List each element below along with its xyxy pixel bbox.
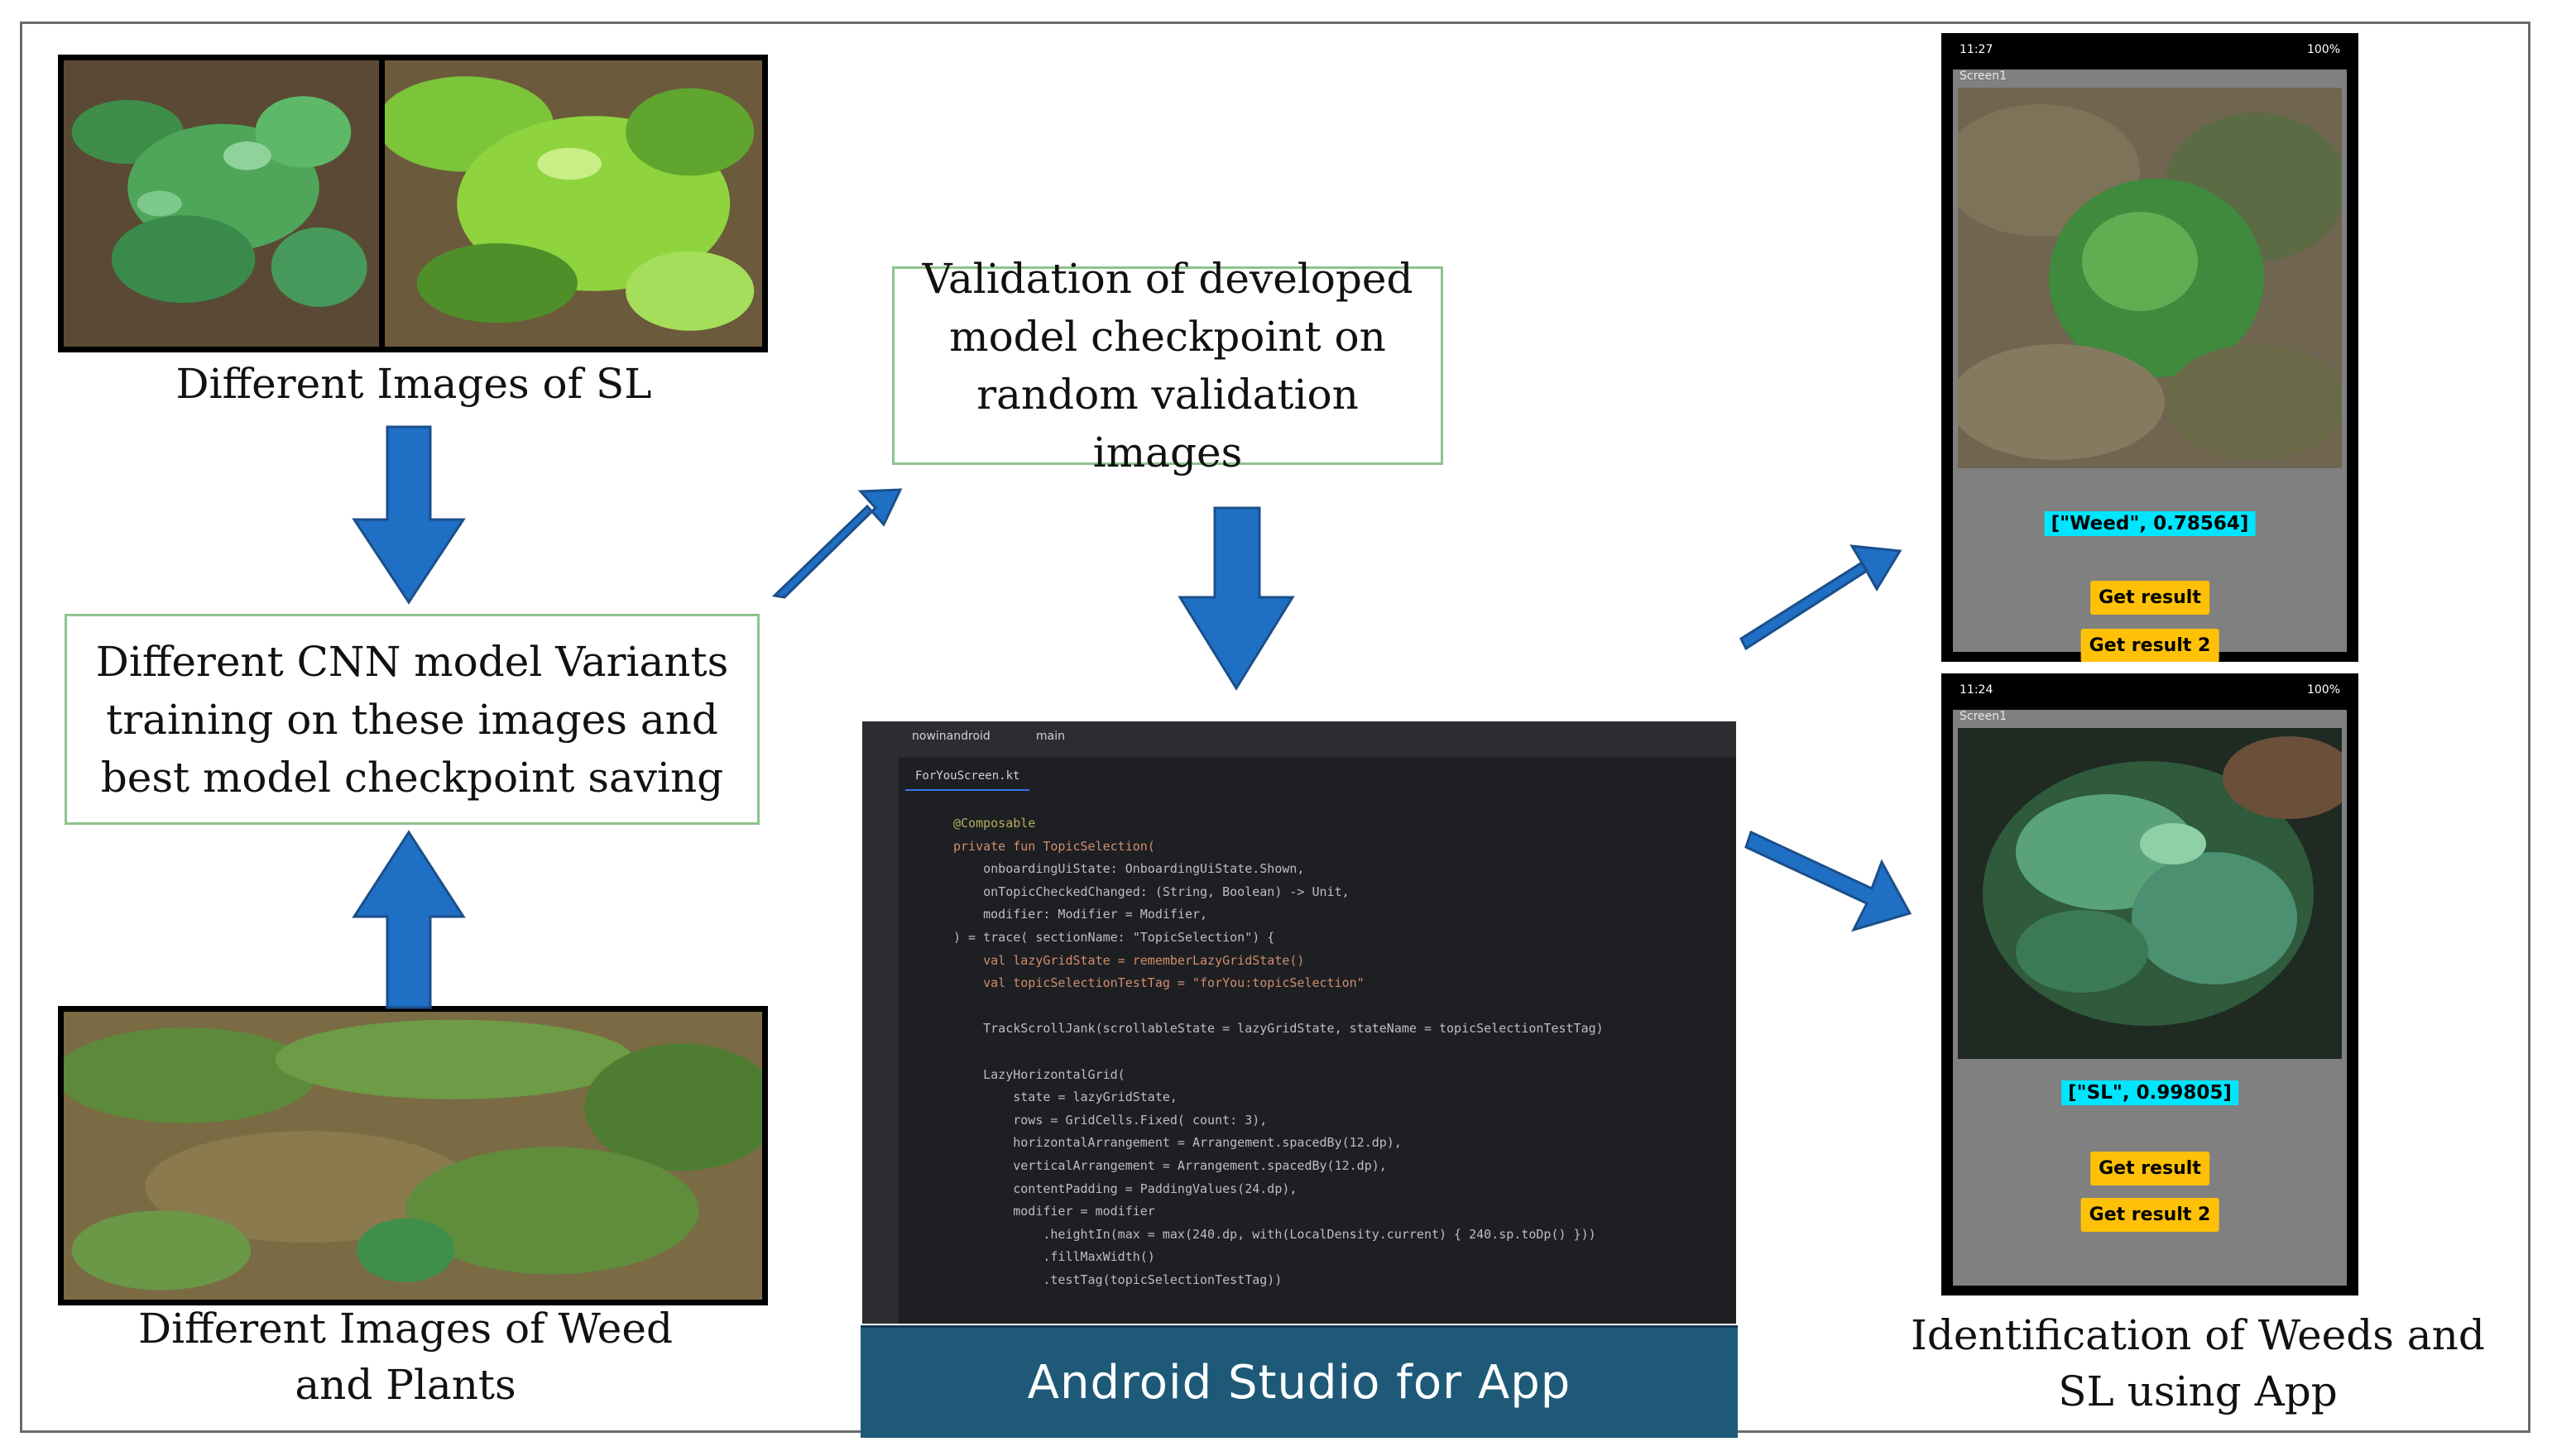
arrow-diag-training-to-validation (771, 488, 903, 599)
code-line: .testTag(topicSelectionTestTag)) (953, 1272, 1283, 1287)
code-line: modifier: Modifier = Modifier, (953, 907, 1208, 922)
code-line: @Composable (953, 816, 1036, 831)
prediction-result: ["Weed", 0.78564] (2044, 511, 2256, 536)
status-battery: 100% (2306, 683, 2340, 697)
training-box: Different CNN model Variants training on… (65, 614, 760, 825)
get-result-2-button[interactable]: Get result 2 (2080, 629, 2219, 662)
ide-project-name[interactable]: nowinandroid (912, 730, 991, 743)
phone-screen: Screen1 ["SL", 0.99805] Get result Get r… (1953, 710, 2347, 1286)
screen-title: Screen1 (1960, 69, 2008, 83)
code-line: onboardingUiState: OnboardingUiState.Sho… (953, 861, 1305, 877)
code-line: .fillMaxWidth() (953, 1249, 1155, 1265)
code-line: horizontalArrangement = Arrangement.spac… (953, 1135, 1402, 1151)
phone-status-bar: 11:24 100% (1941, 673, 2358, 706)
get-result-button[interactable]: Get result (2090, 581, 2209, 615)
phone-sl-result: 11:24 100% Screen1 ["SL", 0.99805] Get r… (1941, 673, 2358, 1296)
phone-weed-photo (1958, 88, 2342, 468)
code-line: val topicSelectionTestTag = "forYou:topi… (953, 975, 1365, 991)
android-studio-label: Android Studio for App (861, 1325, 1738, 1438)
sl-image-2 (379, 55, 768, 352)
prediction-result: ["SL", 0.99805] (2061, 1080, 2238, 1105)
phone-screen: Screen1 ["Weed", 0.78564] Get result Get… (1953, 69, 2347, 662)
code-line: verticalArrangement = Arrangement.spaced… (953, 1157, 1387, 1173)
ide-file-tab[interactable]: ForYouScreen.kt (905, 763, 1030, 791)
code-line (953, 1041, 1604, 1064)
code-line: LazyHorizontalGrid( (953, 1066, 1125, 1082)
caption-sl-images: Different Images of SL (175, 360, 652, 408)
arrow-down-sl-to-training (352, 425, 466, 605)
status-time: 11:27 (1960, 43, 1993, 56)
get-result-button[interactable]: Get result (2090, 1152, 2209, 1185)
code-line: val lazyGridState = rememberLazyGridStat… (953, 952, 1305, 968)
get-result-2-button[interactable]: Get result 2 (2080, 1198, 2219, 1232)
code-editor[interactable]: @Composable private fun TopicSelection( o… (953, 812, 1604, 1291)
code-line: onTopicCheckedChanged: (String, Boolean)… (953, 884, 1350, 899)
arrow-diag-ide-to-phone-bottom (1744, 830, 1912, 932)
code-line (953, 995, 1604, 1018)
code-line: private fun TopicSelection( (953, 838, 1155, 854)
code-line: modifier = modifier (953, 1204, 1155, 1219)
code-line: TrackScrollJank(scrollableState = lazyGr… (953, 1021, 1604, 1037)
phone-status-bar: 11:27 100% (1941, 33, 2358, 66)
arrow-up-weed-to-training (352, 830, 466, 1009)
weed-plants-image (58, 1006, 768, 1305)
ide-sidebar (862, 758, 899, 1324)
android-studio-window: nowinandroid main ForYouScreen.kt @Compo… (862, 721, 1736, 1324)
status-battery: 100% (2306, 43, 2340, 56)
phone-weed-result: 11:27 100% Screen1 ["Weed", 0.78564] Get… (1941, 33, 2358, 662)
ide-branch-name[interactable]: main (1036, 730, 1065, 743)
arrow-down-validation-to-ide (1178, 506, 1295, 691)
code-line: contentPadding = PaddingValues(24.dp), (953, 1181, 1298, 1196)
sl-image-1 (58, 55, 386, 352)
caption-weed-images: Different Images of Weed and Plants (138, 1305, 673, 1409)
code-line: ) = trace( sectionName: "TopicSelection"… (953, 929, 1275, 945)
caption-identification: Identification of Weeds and SL using App (1911, 1311, 2485, 1415)
code-line: .heightIn(max = max(240.dp, with(LocalDe… (953, 1226, 1596, 1242)
ide-toolbar (862, 721, 1736, 758)
screen-title: Screen1 (1960, 710, 2008, 723)
phone-sl-photo (1958, 728, 2342, 1059)
code-line: state = lazyGridState, (953, 1090, 1178, 1105)
status-time: 11:24 (1960, 683, 1993, 697)
arrow-diag-ide-to-phone-top (1739, 544, 1902, 651)
code-line: rows = GridCells.Fixed( count: 3), (953, 1112, 1268, 1128)
